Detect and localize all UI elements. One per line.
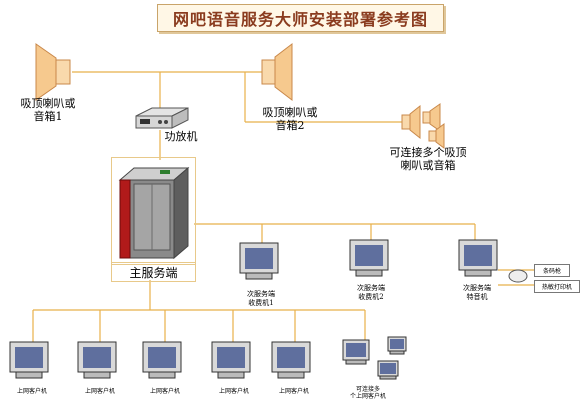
label-line: 收费机1 — [248, 299, 274, 307]
sub-server3-label: 次服务端 特音机 — [452, 284, 502, 302]
monitor-icon — [458, 239, 498, 277]
client-label: 上网客户机 — [149, 388, 180, 395]
thermal-printer-label: 热敏打印机 — [534, 280, 580, 293]
speaker-icon — [261, 42, 293, 102]
speaker-group-icon — [401, 103, 445, 149]
main-server-icon — [118, 166, 190, 260]
label-line: 个上网客户机 — [349, 393, 386, 400]
label-line: 次服务端 — [357, 284, 385, 292]
sub-server1-label: 次服务端 收费机1 — [236, 290, 286, 308]
connection-lines — [32, 71, 534, 345]
monitor-icon — [349, 239, 389, 277]
speaker-icon — [35, 43, 71, 101]
label-line: 特音机 — [466, 293, 488, 301]
label-line: 次服务端 — [463, 284, 491, 292]
speaker2-label: 吸顶喇叭或 音箱2 — [250, 106, 330, 132]
label-line: 音箱1 — [33, 110, 63, 123]
main-server-frame — [111, 157, 196, 265]
label-line: 可连接多个吸顶 — [389, 146, 467, 159]
main-server-label: 主服务端 — [111, 262, 196, 282]
diagram-title: 网吧语音服务大师安装部署参考图 — [157, 4, 444, 32]
label-line: 可连接多 — [355, 386, 380, 393]
label-line: 吸顶喇叭或 — [20, 97, 76, 110]
amplifier-icon — [135, 107, 189, 129]
label-line: 收费机2 — [358, 293, 384, 301]
sub-server2-label: 次服务端 收费机2 — [346, 284, 396, 302]
monitor-icon — [239, 242, 279, 280]
client-label: 上网客户机 — [278, 388, 309, 395]
multi-client-label: 可连接多 个上网客户机 — [340, 386, 396, 400]
client-label: 上网客户机 — [16, 388, 47, 395]
label-line: 次服务端 — [247, 290, 275, 298]
monitor-icon — [211, 341, 251, 379]
monitor-group-icon — [342, 336, 407, 380]
label-line: 音箱2 — [275, 119, 305, 132]
monitor-icon — [142, 341, 182, 379]
label-line: 吸顶喇叭或 — [262, 106, 318, 119]
monitor-icon — [271, 341, 311, 379]
monitor-icon — [77, 341, 117, 379]
barcode-scanner-icon — [508, 269, 528, 283]
client-label: 上网客户机 — [84, 388, 115, 395]
barcode-scanner-label: 条码枪 — [534, 264, 570, 277]
amplifier-label: 功放机 — [164, 130, 198, 143]
speaker1-label: 吸顶喇叭或 音箱1 — [8, 97, 88, 123]
multi-speaker-label: 可连接多个吸顶 喇叭或音箱 — [380, 146, 476, 172]
label-line: 喇叭或音箱 — [400, 159, 456, 172]
client-label: 上网客户机 — [218, 388, 249, 395]
monitor-icon — [9, 341, 49, 379]
